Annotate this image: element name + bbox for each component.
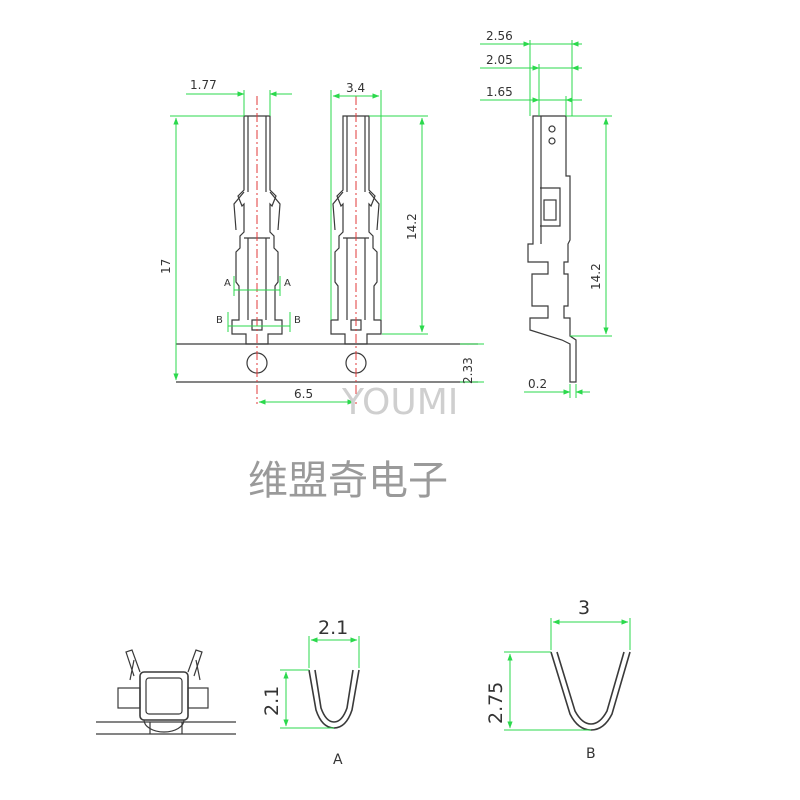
dim-2.56: 2.56: [480, 29, 582, 116]
section-b-caption: B: [586, 746, 596, 762]
dim-label-profile-length: 14.2: [589, 263, 603, 290]
dim-label-section-a-height: 2.1: [261, 686, 283, 716]
dim-label-contact-length: 14.2: [405, 213, 419, 240]
dim-label-section-a-width: 2.1: [318, 617, 348, 639]
section-marker-b: B B: [216, 312, 301, 332]
watermark: YOUMI: [341, 382, 458, 423]
dim-label-total-length: 17: [159, 259, 173, 274]
dim-1.77: 1.77: [186, 78, 292, 116]
section-marker-a: A A: [224, 276, 291, 296]
dim-14.2-profile: 14.2: [566, 115, 612, 337]
dim-label-side-width: 3.4: [346, 81, 365, 95]
section-a-caption: A: [333, 752, 343, 768]
dim-14.2-front: 14.2: [369, 115, 428, 335]
section-a-right-label: A: [284, 278, 291, 289]
terminal-profile-view: [527, 115, 577, 383]
dim-label-section-b-height: 2.75: [485, 682, 507, 724]
dim-label-profile-outer: 2.56: [486, 29, 513, 43]
dim-label-front-width-tip: 1.77: [190, 78, 217, 92]
terminal-side-view: [330, 115, 382, 345]
terminal-end-view: [96, 649, 236, 735]
dim-label-pitch: 6.5: [294, 387, 313, 401]
dim-0.2: 0.2: [524, 377, 590, 398]
section-a-left-label: A: [224, 278, 231, 289]
company-name: 维盟奇电子: [248, 458, 448, 504]
section-a-view: 2.1 2.1 A: [261, 617, 360, 768]
section-b-view: 3 2.75 B: [485, 597, 631, 762]
dim-label-thickness: 0.2: [528, 377, 547, 391]
dim-1.65: 1.65: [480, 85, 582, 116]
dim-6.5: 6.5: [258, 387, 355, 405]
carrier-strip: [176, 343, 478, 383]
dim-label-profile-inner: 1.65: [486, 85, 513, 99]
dim-2.33: 2.33: [455, 343, 484, 384]
dim-label-section-b-width: 3: [578, 597, 590, 619]
dim-label-carrier-height: 2.33: [461, 357, 475, 384]
section-b-left-label: B: [216, 315, 223, 326]
dim-3.4: 3.4: [330, 81, 382, 320]
dim-2.05: 2.05: [480, 53, 582, 116]
dim-17: 17: [159, 115, 244, 381]
section-b-right-label: B: [294, 315, 301, 326]
dim-label-profile-mid: 2.05: [486, 53, 513, 67]
